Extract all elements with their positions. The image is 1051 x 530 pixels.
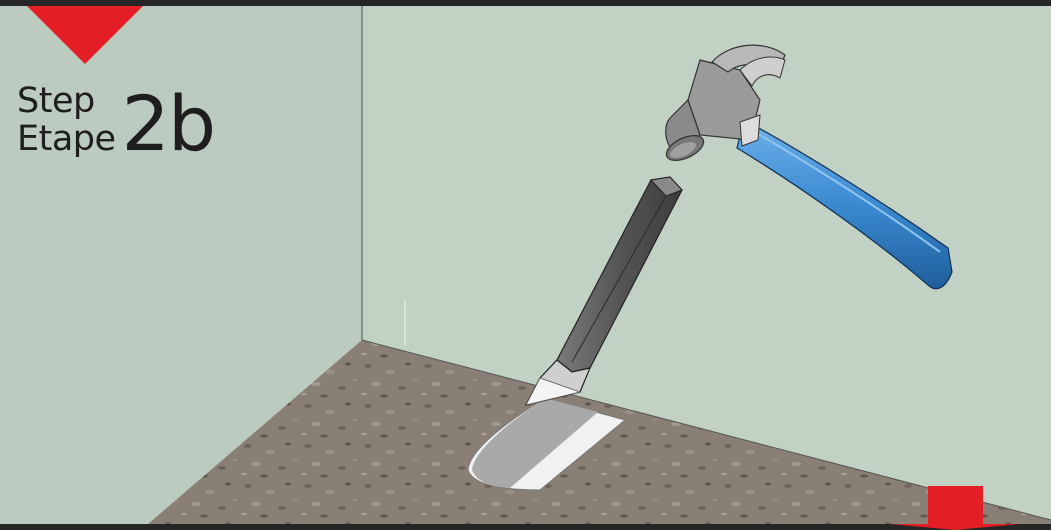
step-number: 2b [122, 86, 215, 162]
step-word-french: Etape [17, 120, 116, 158]
step-words: Step Etape [17, 82, 116, 158]
step-word-english: Step [17, 82, 116, 120]
step-label: Step Etape 2b [17, 82, 214, 158]
bottom-frame-bar [0, 524, 1051, 530]
top-frame-bar [0, 0, 1051, 6]
